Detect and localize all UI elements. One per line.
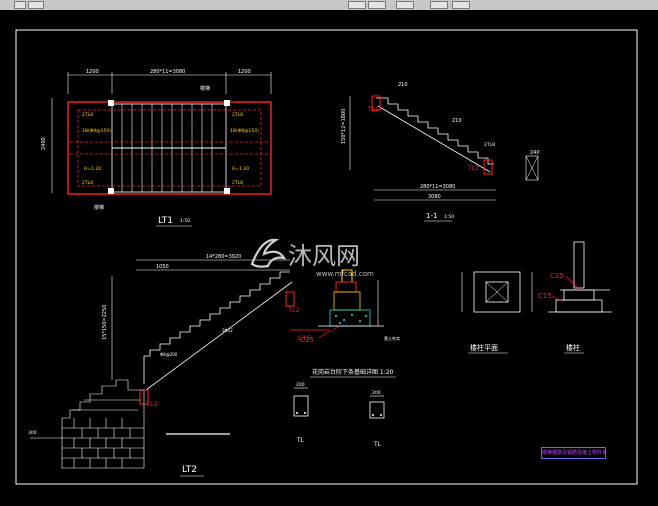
- tl-details: 200 TL 200 TL: [293, 382, 385, 448]
- plan-label: 2TL8: [82, 180, 93, 186]
- column-title: 楼柱平面: [470, 343, 498, 352]
- plan-label: 1B(Φ8@150): [82, 128, 111, 134]
- plan-note: 楼梯: [94, 204, 104, 211]
- plan-label: 2TL8: [232, 112, 243, 118]
- drawing-canvas[interactable]: 1200 280*11=3080 1200 2400 2TL8 2TL8 1B(…: [0, 10, 658, 506]
- section-tag: TL1: [367, 106, 379, 113]
- dim-text: 15*150=2250: [102, 305, 108, 340]
- dim-text: 150*12=1800: [341, 109, 347, 144]
- watermark-logo-icon: [250, 238, 287, 268]
- dim-text: 300: [28, 430, 37, 436]
- lt1-scale: 1:50: [180, 218, 190, 224]
- cad-drawing: 1200 280*11=3080 1200 2400 2TL8 2TL8 1B(…: [15, 29, 638, 485]
- legend-note: 楼梯钢筋及钢筋混凝土构件说明: [541, 447, 606, 459]
- toolbar-button[interactable]: [430, 1, 448, 9]
- column-tag: C15: [538, 292, 552, 300]
- dim-text: 1200: [86, 69, 99, 75]
- toolbar-button[interactable]: [348, 1, 366, 9]
- dim-text: 280*11=3080: [150, 69, 185, 75]
- plan-label: H=1.20: [84, 166, 101, 172]
- column-tag: C25: [550, 272, 564, 280]
- dim-text: 210: [452, 118, 462, 124]
- lt2-label: 3Φ12: [222, 328, 233, 333]
- drawing-frame: [15, 29, 638, 485]
- dim-text: 14*280=3920: [206, 254, 241, 260]
- plan-label: H=1.20: [232, 166, 249, 172]
- lt2-tag: TL2: [287, 306, 300, 314]
- lt2-tag: C15: [298, 334, 311, 342]
- tl-title: TL: [373, 441, 382, 448]
- foundation-title: 花岗岩台阶下条基础详图 1:20: [312, 368, 394, 376]
- plan-label: 2TL8: [232, 180, 243, 186]
- dim-text: 1050: [156, 264, 169, 270]
- toolbar-button[interactable]: [452, 1, 470, 9]
- dim-text: 1200: [238, 69, 251, 75]
- plan-label: 2TL8: [82, 112, 93, 118]
- foundation-tag: C15: [300, 336, 314, 344]
- column-plan: 楼柱平面 C25 C15 楼柱: [461, 241, 612, 354]
- toolbar-button[interactable]: [14, 1, 26, 9]
- dim-text: 200: [372, 390, 381, 396]
- lt2-section: 1050 14*280=3920 15*150=2250 TL2 C15 TL2…: [28, 254, 330, 477]
- lt2-label: Φ8@200: [160, 352, 178, 357]
- dim-text: 210: [398, 82, 408, 88]
- watermark: 沐风网 www.mfcad.com: [250, 238, 374, 278]
- watermark-brand: 沐风网: [288, 242, 360, 270]
- lt1-title: LT1: [158, 216, 173, 226]
- toolbar-button[interactable]: [28, 1, 44, 9]
- lt2-tag: TL2: [145, 400, 158, 408]
- dim-text: 3080: [428, 194, 441, 200]
- lt2-title: LT2: [182, 465, 197, 475]
- dim-text: 2400: [41, 137, 47, 150]
- dim-text: 200: [296, 382, 305, 388]
- tl-title: TL: [296, 437, 305, 444]
- dim-text: 240: [530, 150, 540, 156]
- section-scale: 1:50: [444, 214, 454, 220]
- plan-note: 楼梯: [200, 85, 210, 92]
- plan-label: 1B(Φ8@150): [230, 128, 259, 134]
- section-tag: TL2: [467, 165, 479, 172]
- lt1-plan: 1200 280*11=3080 1200 2400 2TL8 2TL8 1B(…: [41, 69, 272, 227]
- column-title-2: 楼柱: [566, 343, 580, 352]
- toolbar-button[interactable]: [396, 1, 414, 9]
- section-1-1: 150*12=1800 TL1 TL2 2TL8 210 210 240 280…: [341, 82, 540, 222]
- section-title: 1-1: [426, 212, 437, 220]
- foundation-note: 素土夯实: [384, 335, 400, 341]
- foundation-detail: C15 素土夯实 花岗岩台阶下条基础详图 1:20: [300, 269, 400, 378]
- dim-text: 280*11=3080: [420, 184, 455, 190]
- watermark-url: www.mfcad.com: [316, 270, 374, 278]
- toolbar-button[interactable]: [368, 1, 386, 9]
- section-label: 2TL8: [484, 142, 495, 148]
